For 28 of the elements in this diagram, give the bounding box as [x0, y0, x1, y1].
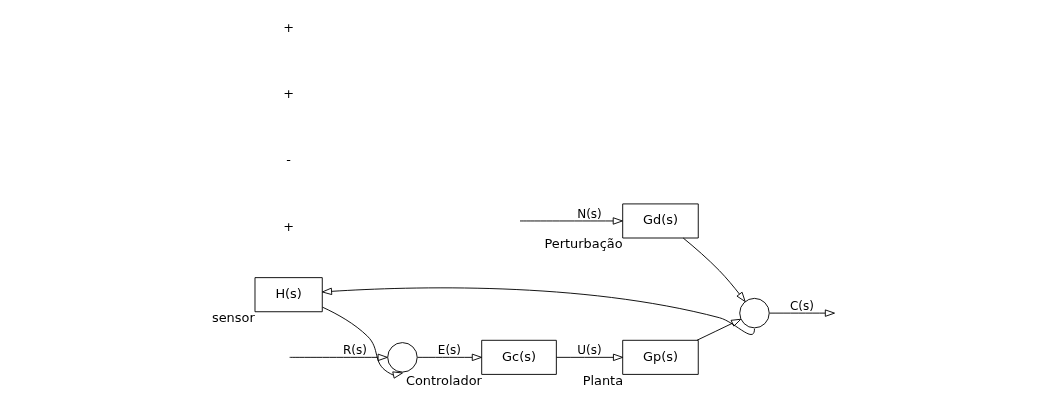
node-circle [738, 297, 770, 329]
edge-label: U(s) [576, 343, 602, 358]
node-label: sensor [211, 310, 255, 326]
label: + [282, 218, 294, 234]
label: + [282, 86, 294, 102]
arrow [416, 353, 482, 362]
node-box: Gp(s) [621, 339, 699, 375]
edge-label: C(s) [789, 298, 814, 313]
node-box: Gd(s) [621, 203, 699, 239]
node-circle [386, 342, 418, 373]
arrow [555, 353, 623, 362]
label: + [282, 19, 294, 35]
arrow [288, 353, 388, 362]
label: - [285, 152, 291, 168]
arrow [768, 309, 835, 317]
edge-label: N(s) [576, 206, 602, 221]
arrow [321, 306, 403, 379]
node-label: Perturbação [544, 236, 623, 252]
edge-label: R(s) [342, 343, 367, 358]
node-box: Gc(s) [480, 339, 557, 375]
arrow [682, 237, 746, 302]
arrow [321, 287, 755, 335]
arrow [696, 318, 741, 341]
node-box: H(s) [254, 277, 323, 313]
node-label: Planta [582, 372, 623, 388]
arrow [519, 217, 623, 225]
node-label: Controlador [405, 372, 482, 388]
edge-label: E(s) [437, 343, 461, 358]
